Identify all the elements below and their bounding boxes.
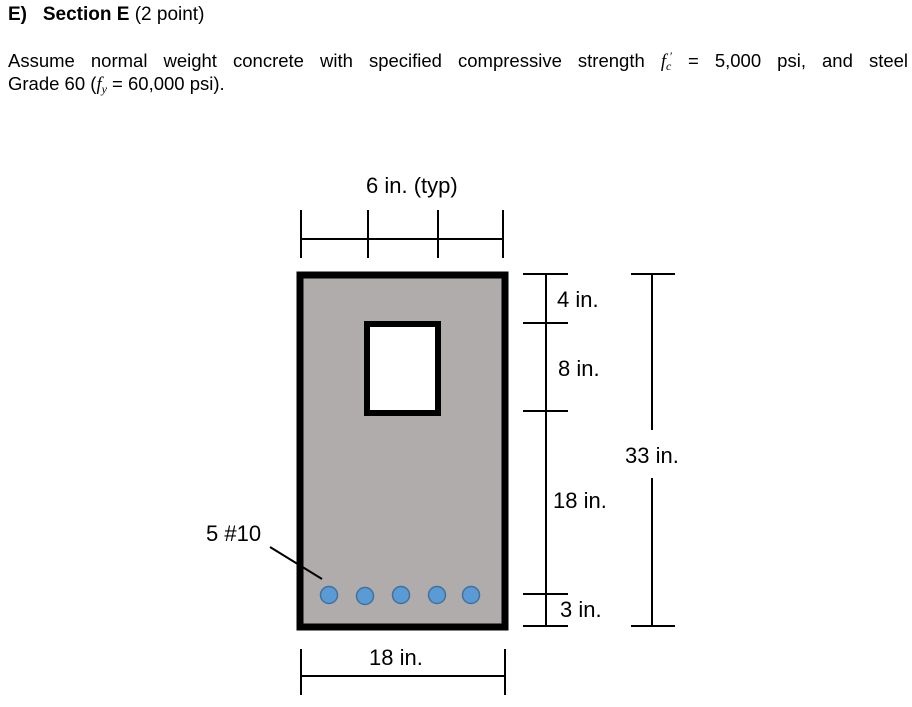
grade-text: Grade 60 (: [8, 73, 97, 94]
dim-3in-label: 3 in.: [560, 597, 602, 622]
rebar-1: [319, 585, 339, 605]
rebar-2: [355, 586, 375, 606]
rebar-3: [391, 585, 411, 605]
section-points: (2 point): [134, 4, 205, 25]
problem-text: Assume normal weight concrete with speci…: [8, 50, 645, 71]
overall-depth-dimension: [631, 273, 675, 627]
problem-line-2: Grade 60 (fy = 60,000 psi).: [8, 70, 225, 103]
fy-symbol: fy: [96, 75, 107, 96]
section-letter: E): [8, 4, 27, 25]
rebar-leader-line: [269, 546, 323, 580]
fc-value: = 5,000 psi, and steel: [687, 50, 909, 71]
rebar-5: [461, 585, 481, 605]
problem-line-1: Assume normal weight concrete with speci…: [8, 43, 908, 80]
dim-18in-vertical-label: 18 in.: [553, 488, 607, 513]
fc-symbol: fc′: [660, 49, 672, 73]
rebar-4: [427, 585, 447, 605]
dim-8in-label: 8 in.: [558, 356, 600, 381]
hollow-void: [364, 321, 441, 416]
section-title: Section E: [42, 4, 130, 25]
rebar-group: [319, 585, 481, 606]
dim-4in-label: 4 in.: [557, 287, 599, 312]
dim-33in-label: 33 in.: [625, 443, 679, 468]
section-heading: E) Section E (2 point): [8, 3, 204, 27]
top-spacing-dimension: [300, 210, 504, 258]
vertical-dimension-chain: [523, 273, 568, 627]
width-dimension: [300, 649, 506, 695]
rebar-label: 5 #10: [206, 521, 262, 546]
fy-value: = 60,000 psi).: [112, 73, 225, 94]
top-spacing-label: 6 in. (typ): [366, 173, 458, 198]
width-label: 18 in.: [369, 645, 423, 670]
